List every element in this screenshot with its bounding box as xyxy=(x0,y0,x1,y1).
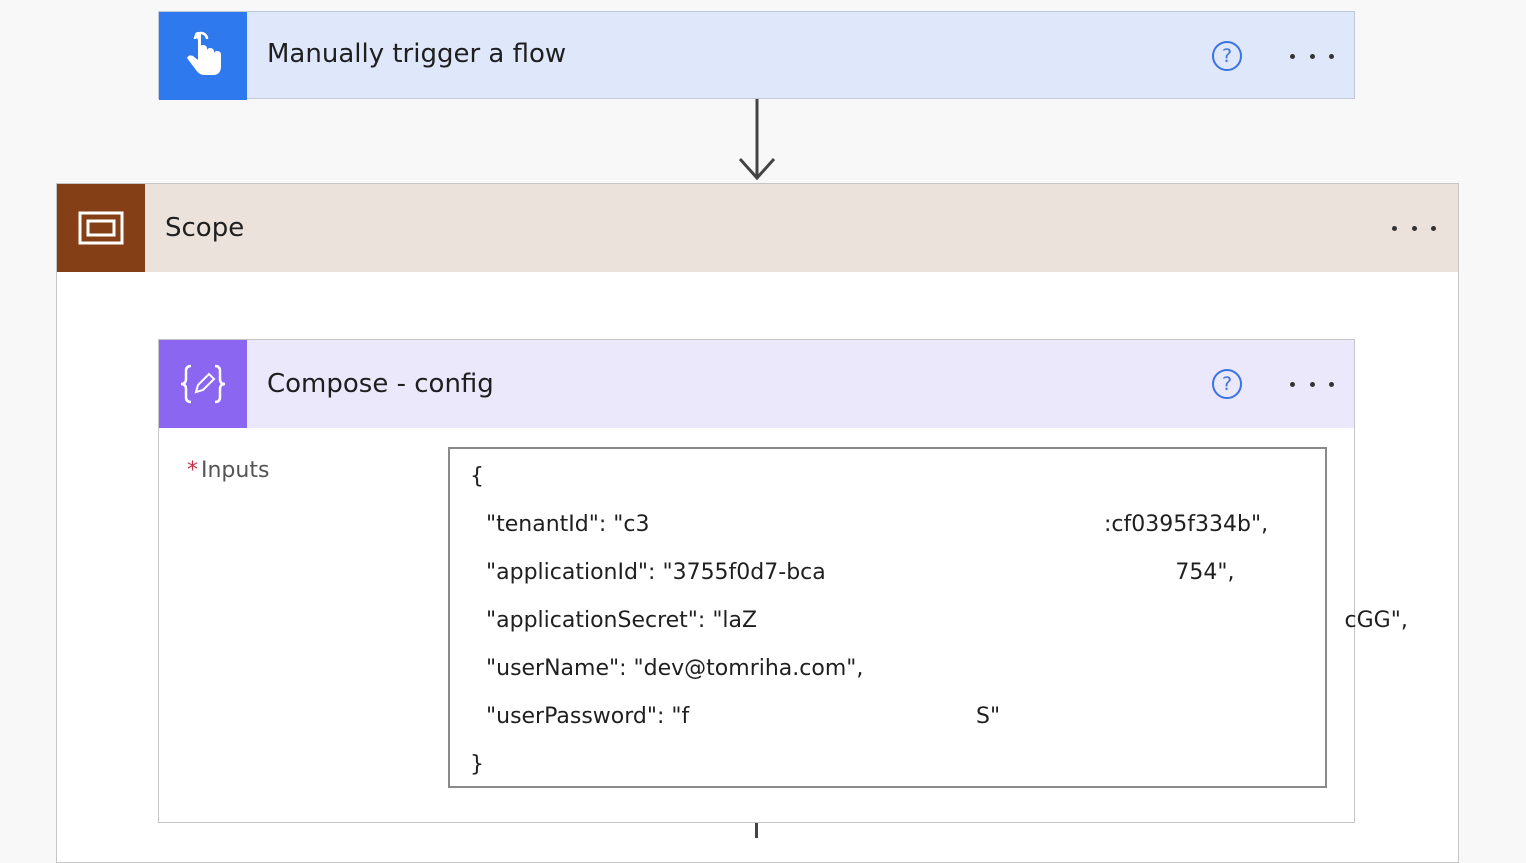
code-line: "tenantId": "c3 :cf0395f334b", xyxy=(486,512,1269,537)
code-line: { xyxy=(470,464,484,489)
trigger-help-icon[interactable]: ? xyxy=(1212,41,1242,71)
code-line: "userPassword": "f S" xyxy=(486,704,1001,729)
trigger-more-options-icon[interactable] xyxy=(1290,50,1334,62)
code-line: "applicationSecret": "laZ cGG", xyxy=(486,608,1408,633)
bottom-connector-line xyxy=(755,823,758,838)
scope-more-options-icon[interactable] xyxy=(1392,222,1436,234)
inputs-editor[interactable]: { "tenantId": "c3 :cf0395f334b", "applic… xyxy=(448,447,1408,788)
compose-header[interactable]: Compose - config ? xyxy=(159,340,1354,428)
touch-hand-icon xyxy=(159,12,247,100)
compose-title[interactable]: Compose - config xyxy=(267,369,494,399)
compose-more-options-icon[interactable] xyxy=(1290,378,1334,390)
scope-header[interactable]: Scope xyxy=(57,184,1458,272)
trigger-card[interactable]: Manually trigger a flow ? xyxy=(158,11,1355,100)
code-line: } xyxy=(470,752,484,777)
trigger-title[interactable]: Manually trigger a flow xyxy=(267,39,567,69)
code-line: "userName": "dev@tomriha.com", xyxy=(486,656,864,681)
required-marker: * xyxy=(187,458,198,483)
inputs-label-text: Inputs xyxy=(201,458,270,483)
scope-frame-icon xyxy=(57,184,145,272)
scope-title[interactable]: Scope xyxy=(165,213,245,243)
inputs-label: *Inputs xyxy=(187,458,269,483)
compose-card: Compose - config ? *Inputs { "tenantId":… xyxy=(158,339,1408,823)
code-line: "applicationId": "3755f0d7-bca 754", xyxy=(486,560,1235,585)
compose-help-icon[interactable]: ? xyxy=(1212,369,1242,399)
braces-pencil-icon xyxy=(159,340,247,428)
connector-arrow-icon xyxy=(739,99,776,181)
